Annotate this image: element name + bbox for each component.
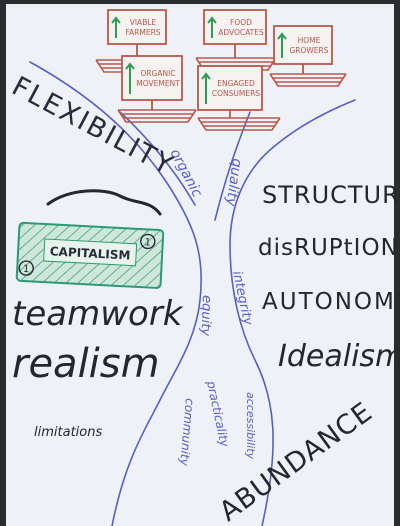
banknote-label-box xyxy=(43,238,138,267)
boat-sail xyxy=(273,25,333,65)
word-teamwork: teamwork xyxy=(12,294,184,334)
boat-label-line2: FARMERS xyxy=(125,28,160,37)
up-arrow-icon xyxy=(111,16,121,24)
boat-label-line2: ADVOCATES xyxy=(218,28,264,37)
banknote-flourish xyxy=(46,189,162,216)
word-idealism: Idealism xyxy=(278,339,400,374)
word-autonomy: AUTONOMY xyxy=(262,289,400,315)
river-bank-right xyxy=(229,99,356,526)
boat-label-line2: GROWERS xyxy=(289,46,328,55)
boat-hull xyxy=(197,117,281,131)
river-channel-left xyxy=(119,111,196,206)
up-arrow-icon xyxy=(277,32,287,40)
boat-sail xyxy=(203,9,267,45)
capitalism-banknote: CAPITALISM 1 1 xyxy=(15,221,165,289)
river-bank-left xyxy=(29,61,203,526)
river-word-quality: quality xyxy=(222,157,245,207)
boat-label-line1: HOME xyxy=(298,36,321,45)
banknote-corner-mark xyxy=(140,233,156,250)
boat-sail xyxy=(121,55,183,101)
up-arrow-icon xyxy=(207,16,217,24)
word-structure: STRUCTURE xyxy=(262,181,400,209)
word-limitations: limitations xyxy=(34,425,102,440)
boat-hull xyxy=(117,109,197,123)
up-arrow-icon xyxy=(201,72,211,80)
banknote-corner-digit: 1 xyxy=(23,264,30,275)
boat-sail xyxy=(107,9,167,45)
river-word-equity: equity xyxy=(198,295,214,337)
boat-label-line1: ENGAGED xyxy=(217,79,255,88)
boat-label-line2: CONSUMERS xyxy=(212,89,260,98)
word-realism: realism xyxy=(12,341,160,387)
banknote-corner-mark xyxy=(18,260,34,276)
river-channel-right xyxy=(214,111,251,221)
river xyxy=(29,61,356,526)
up-arrow-icon xyxy=(125,62,135,70)
river-word-community: community xyxy=(177,398,197,468)
word-disruption: disRUPtION xyxy=(258,235,399,261)
boat-label-line2: MOVEMENT xyxy=(136,79,180,88)
boat-label-line1: FOOD xyxy=(230,18,252,27)
boat-label-line1: VIABLE xyxy=(130,18,157,27)
boat-sail xyxy=(197,65,263,111)
banknote-label: CAPITALISM xyxy=(49,244,130,262)
river-word-accessibility: accessibility xyxy=(244,392,257,460)
banknote-corner-digit: 1 xyxy=(144,237,151,248)
boat-hull xyxy=(269,73,347,87)
boat-label-line1: ORGANIC xyxy=(140,69,175,78)
